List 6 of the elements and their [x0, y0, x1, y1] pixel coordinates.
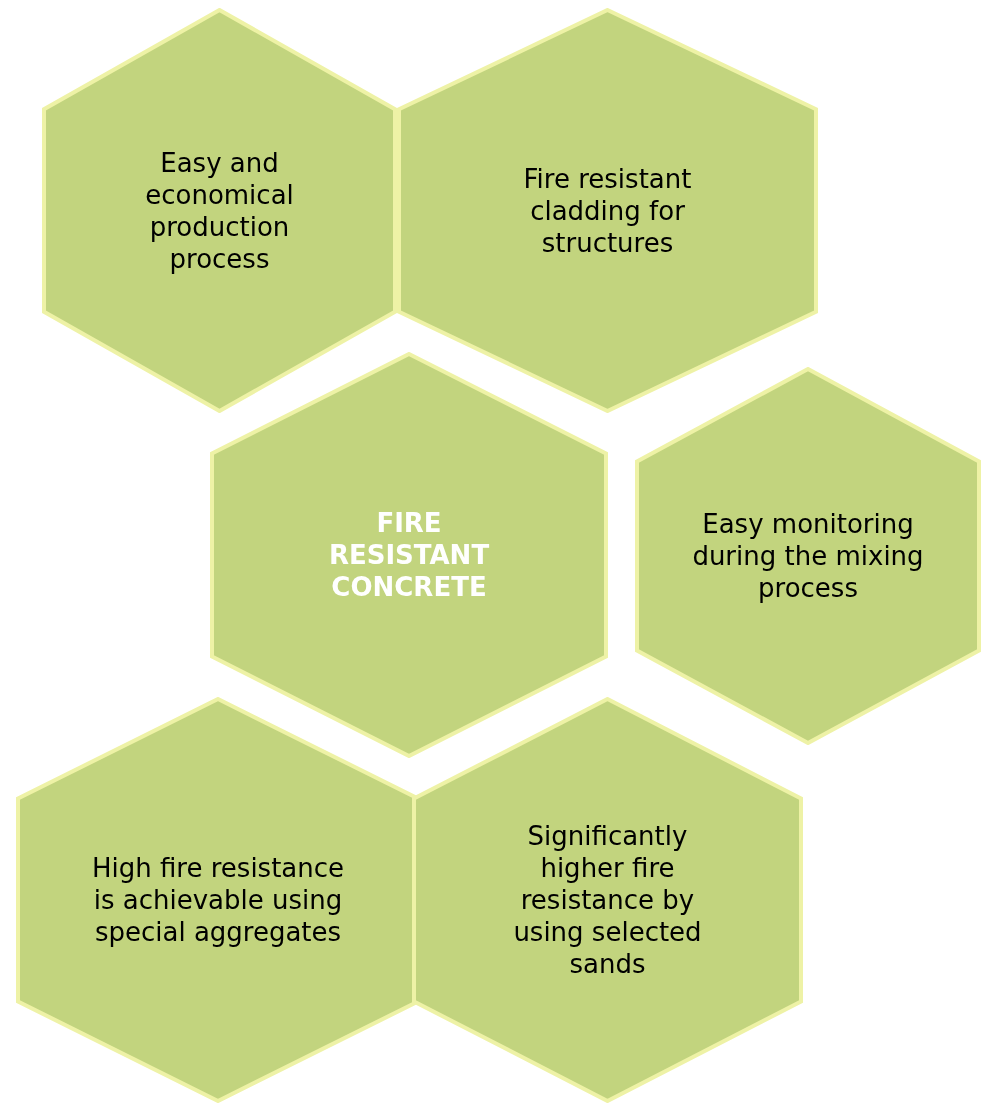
hexagon-text: Significantly higher fire resistance by using selected sands: [512, 820, 703, 980]
hexagon-text: Fire resistant cladding for structures: [522, 162, 693, 259]
hexagon-text: Easy and economical production process: [144, 146, 295, 275]
hexagon-text: FIRE RESISTANT CONCRETE: [327, 507, 491, 603]
hexagon-text: Easy monitoring during the mixing process: [691, 508, 925, 604]
hexagon-text: High fire resistance is achievable using special aggregates: [90, 852, 346, 948]
